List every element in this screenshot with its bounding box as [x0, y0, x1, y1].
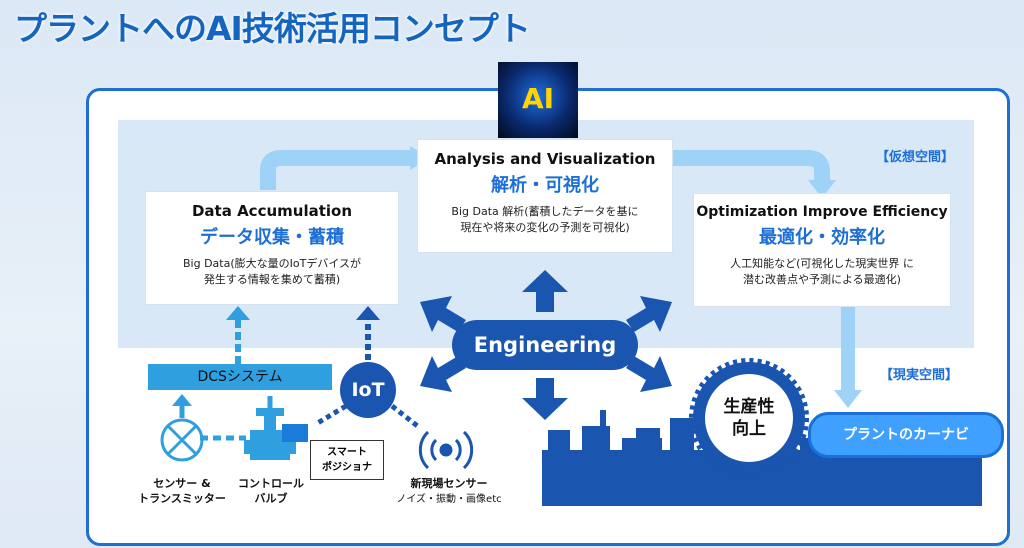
iot-up-head	[356, 306, 380, 320]
sensor-label: センサー & トランスミッター	[130, 476, 234, 506]
data-accumulation-desc-1: Big Data(膨大な量のIoTデバイスが	[182, 257, 361, 270]
productivity-gear-icon	[689, 358, 809, 478]
analysis-desc-2: 現在や将来の変化の予測を可視化)	[460, 221, 630, 234]
field-sensor-label: 新現場センサーノイズ・振動・画像etc	[390, 476, 508, 507]
data-accumulation-box: Data Accumulation データ収集・蓄積 Big Data(膨大な量…	[146, 192, 398, 304]
analysis-box: Analysis and Visualization 解析・可視化 Big Da…	[418, 140, 672, 252]
real-space-label: 【現実空間】	[880, 368, 959, 383]
plant-navi-badge: プラントのカーナビ	[808, 412, 1004, 458]
optimization-title-ja: 最適化・効率化	[759, 227, 885, 248]
arrow-accum-to-analysis	[260, 150, 410, 190]
iot-to-valve	[314, 403, 348, 427]
arrowhead-opt	[808, 180, 836, 198]
arrow-downright	[626, 356, 672, 392]
productivity-line2: 向上	[732, 419, 766, 439]
field-sensor-line2: ノイズ・振動・画像etc	[396, 494, 502, 505]
data-accumulation-title-en: Data Accumulation	[191, 202, 353, 220]
page-title: プラントへのAI技術活用コンセプト	[14, 9, 531, 48]
arrow-upright	[626, 296, 672, 332]
arrow-analysis-to-opt	[672, 150, 830, 182]
arrowhead-navi	[834, 390, 862, 408]
engineering-arrows	[420, 270, 672, 420]
sensor-icon	[160, 418, 204, 462]
virtual-space-label: 【仮想空間】	[876, 150, 955, 165]
smart-positioner-line2: ポジショナ	[322, 462, 372, 473]
valve-line2: バルブ	[254, 492, 288, 505]
data-accumulation-desc-2: 発生する情報を集めて蓄積)	[203, 273, 341, 286]
iot-to-fieldsensor	[390, 404, 422, 430]
analysis-title-ja: 解析・可視化	[491, 175, 599, 196]
iot-badge: IoT	[340, 362, 396, 418]
optimization-box: Optimization Improve Efficiency 最適化・効率化 …	[694, 194, 950, 306]
dcs-system-bar: DCSシステム	[148, 364, 332, 390]
engineering-badge: Engineering	[452, 320, 638, 370]
positioner-icon	[282, 424, 308, 442]
sensor-up-head	[172, 394, 192, 406]
valve-line1: コントロール	[238, 477, 304, 490]
productivity-line1: 生産性	[723, 397, 775, 417]
valve-label: コントロールバルブ	[226, 476, 316, 506]
field-sensor-line1: 新現場センサー	[410, 477, 488, 490]
analysis-title-en: Analysis and Visualization	[434, 150, 656, 168]
ai-brain-icon: AI	[498, 62, 578, 138]
smart-positioner-label: スマートポジショナ	[310, 440, 384, 480]
wireless-sensor-icon	[418, 430, 474, 470]
sensor-line2: トランスミッター	[138, 492, 226, 505]
ai-label: AI	[521, 82, 555, 115]
productivity-label: 生産性 向上	[714, 396, 784, 440]
data-accumulation-title-ja: データ収集・蓄積	[200, 227, 344, 248]
arrow-down	[522, 378, 568, 420]
optimization-desc-2: 潜む改善点や予測による最適化)	[743, 273, 901, 286]
optimization-desc-1: 人工知能など(可視化した現実世界 に	[730, 257, 914, 270]
sensor-line1: センサー &	[153, 477, 211, 490]
smart-positioner-line1: スマート	[327, 447, 367, 458]
arrow-upleft	[420, 296, 466, 332]
optimization-title-en: Optimization Improve Efficiency	[696, 204, 948, 220]
arrow-downleft	[420, 356, 466, 392]
arrow-up	[522, 270, 568, 312]
analysis-desc-1: Big Data 解析(蓄積したデータを基に	[451, 205, 639, 218]
dcs-up-head	[226, 306, 250, 320]
